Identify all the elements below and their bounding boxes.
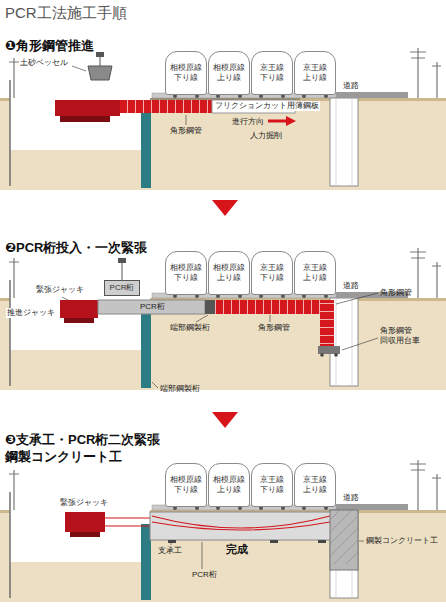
part-label: PCR桁 xyxy=(192,570,217,580)
train-car: 京王線 上り線 xyxy=(294,463,336,507)
train-name: 相模原線 上り線 xyxy=(211,263,246,282)
part-label: PCR桁 xyxy=(140,302,165,312)
train-car: 相模原線 上り線 xyxy=(208,463,250,507)
part-label: 緊張ジャッキ xyxy=(36,285,84,295)
train-name: 相模原線 上り線 xyxy=(211,475,246,494)
part-label: 角形鋼管 xyxy=(380,288,412,298)
step-heading: ❷PCR桁投入・一次緊張 xyxy=(5,240,147,256)
train-name: 相模原線 下り線 xyxy=(168,475,203,494)
train-name: 京王線 下り線 xyxy=(254,263,289,282)
train-name: 京王線 下り線 xyxy=(254,63,289,82)
train-car: 相模原線 下り線 xyxy=(165,463,207,507)
part-label: 角形鋼管 xyxy=(170,126,202,136)
place-label: 道路 xyxy=(343,81,359,91)
train-car: 京王線 上り線 xyxy=(294,51,336,95)
part-label: 支承工 xyxy=(158,546,182,556)
part-label: 端部鋼製桁 xyxy=(160,384,200,394)
part-label: 緊張ジャッキ xyxy=(60,498,108,508)
train-name: 京王線 下り線 xyxy=(254,475,289,494)
part-label: 推進ジャッキ xyxy=(6,308,56,318)
train-name: 相模原線 上り線 xyxy=(211,63,246,82)
place-label: 道路 xyxy=(343,493,359,503)
train-car: 相模原線 上り線 xyxy=(208,51,250,95)
girder-name: PCR桁 xyxy=(110,283,135,293)
train-car: 京王線 下り線 xyxy=(251,251,293,295)
part-label: 角形鋼管 回収用台車 xyxy=(380,326,424,345)
part-label: 角形鋼管 xyxy=(258,323,290,333)
diagram-title: PCR工法施工手順 xyxy=(5,4,127,22)
part-label: フリクションカット用薄鋼板 xyxy=(214,101,320,111)
train-name: 相模原線 下り線 xyxy=(168,63,203,82)
train-car: 相模原線 上り線 xyxy=(208,251,250,295)
train-name: 京王線 上り線 xyxy=(297,263,332,282)
train-car: 京王線 上り線 xyxy=(294,251,336,295)
part-label: 土砂ベッセル xyxy=(20,58,68,68)
train-name: 京王線 上り線 xyxy=(297,475,332,494)
status-label: 完成 xyxy=(226,543,248,556)
train-car: 京王線 下り線 xyxy=(251,463,293,507)
step-heading: ❸支承工・PCR桁二次緊張 鋼製コンクリート工 xyxy=(5,432,174,466)
place-label: 道路 xyxy=(343,281,359,291)
train-car: 相模原線 下り線 xyxy=(165,251,207,295)
step-heading: ❶角形鋼管推進 xyxy=(5,38,94,54)
train-name: 京王線 上り線 xyxy=(297,63,332,82)
part-label: 鋼製コンクリート工 xyxy=(366,536,438,546)
girder-box: PCR桁 xyxy=(104,280,140,296)
train-car: 相模原線 下り線 xyxy=(165,51,207,95)
part-label: 端部鋼製桁 xyxy=(170,323,210,333)
train-car: 京王線 下り線 xyxy=(251,51,293,95)
work-label: 人力掘削 xyxy=(250,131,282,141)
direction-label: 進行方向 xyxy=(232,117,264,127)
train-name: 相模原線 下り線 xyxy=(168,263,203,282)
